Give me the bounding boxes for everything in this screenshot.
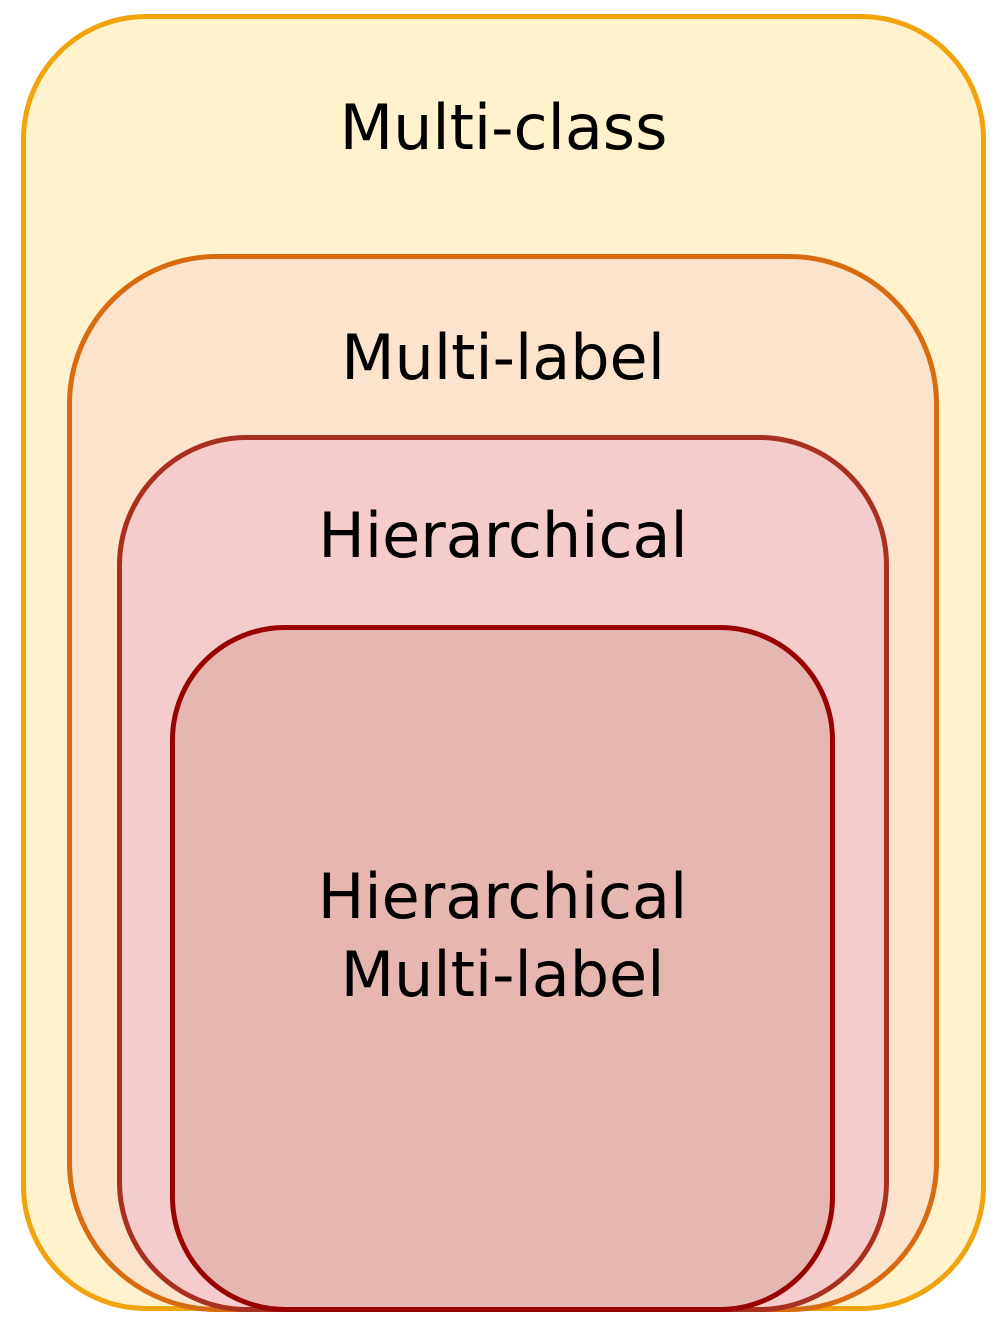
hierarchical-label: Hierarchical: [122, 497, 884, 575]
multi-label-label-line-1: Multi-label: [341, 321, 665, 394]
hierarchical-label-line-1: Hierarchical: [318, 499, 688, 572]
multi-class-label: Multi-class: [26, 89, 981, 167]
hierarchical-multi-label-label: Hierarchical Multi-label: [175, 858, 830, 1014]
hierarchical-multi-label-label-line-1: Hierarchical: [317, 860, 688, 933]
multi-label-label: Multi-label: [72, 319, 934, 397]
hierarchical-multi-label-label-line-2: Multi-label: [340, 938, 665, 1011]
multi-class-label-line-1: Multi-class: [339, 91, 668, 164]
hierarchical-multi-label-set: Hierarchical Multi-label: [170, 625, 835, 1312]
